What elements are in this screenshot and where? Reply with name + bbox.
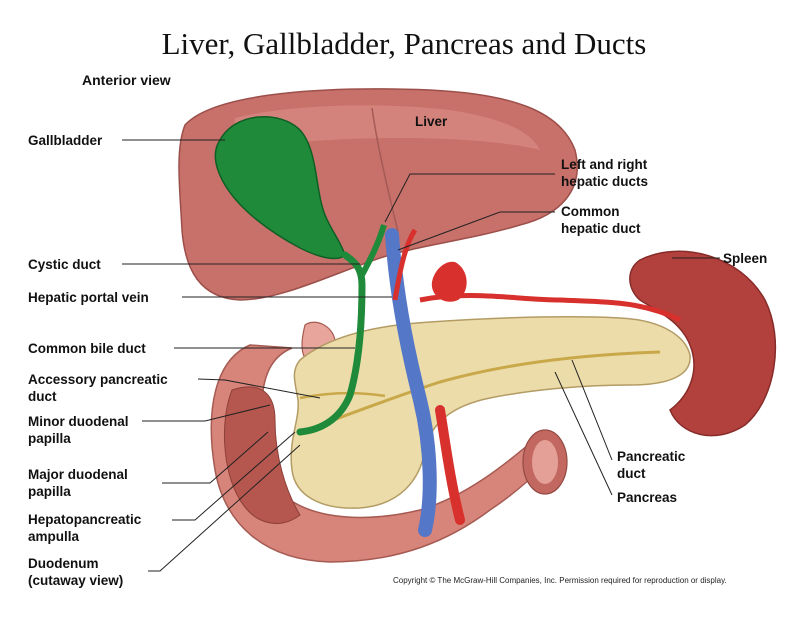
copyright-notice: Copyright © The McGraw-Hill Companies, I…	[393, 576, 727, 585]
view-subtitle: Anterior view	[82, 72, 171, 88]
hepatic-duct-shape	[359, 224, 387, 277]
label-common-bile-duct: Common bile duct	[28, 341, 146, 356]
hepatic-artery-shape	[392, 228, 418, 301]
pancreatic-duct-shape	[319, 350, 661, 427]
label-pancreas: Pancreas	[617, 490, 678, 505]
spleen-shape	[629, 250, 777, 437]
label-hepatic-portal-vein: Hepatic portal vein	[28, 290, 149, 305]
label-spleen: Spleen	[723, 251, 768, 266]
biliary-duct-shape	[296, 251, 366, 436]
leader-lines	[122, 139, 720, 572]
label-common-hepatic-duct: Common hepatic duct	[561, 204, 641, 236]
pancreas-shape	[290, 316, 691, 509]
label-liver: Liver	[415, 114, 448, 129]
label-hepatopancreatic-ampulla: Hepatopancreatic ampulla	[28, 512, 142, 544]
label-cystic-duct: Cystic duct	[28, 257, 101, 272]
label-duodenum: Duodenum (cutaway view)	[28, 556, 124, 588]
falciform-ligament	[371, 107, 399, 233]
label-left-right-hepatic-ducts: Left and right hepatic ducts	[561, 157, 649, 189]
label-accessory-pancreatic-duct: Accessory pancreatic duct	[28, 372, 168, 404]
celiac-trunk-shape	[431, 261, 467, 302]
liver-highlight	[230, 105, 540, 160]
jejunum-lumen	[532, 440, 558, 484]
mesenteric-artery-shape	[435, 405, 465, 525]
splenic-artery-shape	[419, 293, 682, 323]
label-pancreatic-duct: Pancreatic duct	[617, 449, 686, 481]
label-major-duodenal-papilla: Major duodenal papilla	[28, 467, 128, 499]
diagram-title: Liver, Gallbladder, Pancreas and Ducts	[161, 26, 647, 61]
duodenum-cutaway	[224, 386, 301, 524]
label-gallbladder: Gallbladder	[28, 133, 103, 148]
label-minor-duodenal-papilla: Minor duodenal papilla	[28, 414, 129, 446]
